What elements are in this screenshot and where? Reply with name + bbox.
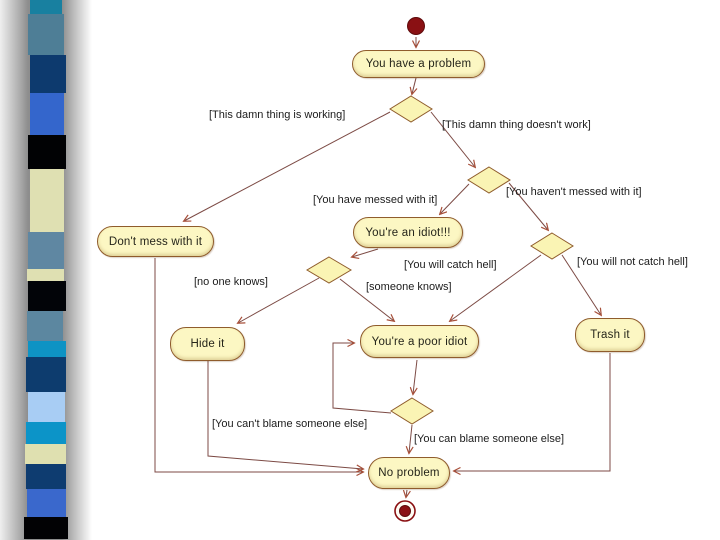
ribbon-block [28,392,65,422]
edge-problem-to-decision1 [412,77,416,94]
guard-thing-doesnt-work: [This damn thing doesn't work] [442,119,591,131]
ribbon-block [30,169,64,232]
guard-will-catch-hell: [You will catch hell] [404,259,497,271]
edge-decision4-to-poor-idiot [450,254,542,321]
edge-no-problem-to-end [406,490,407,497]
decision-diamond-working [389,95,433,123]
edge-hide-to-no-problem [207,361,363,469]
edge-poor-idiot-to-decision5 [413,359,417,394]
ribbon-block [26,422,66,444]
guard-cant-blame: [You can't blame someone else] [212,418,368,430]
edge-idiot-to-decision3 [352,248,379,257]
ribbon-block [30,55,66,93]
ribbon-block [27,489,66,517]
action-hide-it: Hide it [170,327,245,361]
guard-havent-messed: [You haven't messed with it] [506,186,642,198]
ribbon-block [27,269,64,281]
edge-decision2-to-idiot [440,183,470,214]
action-dont-mess-with-it: Don't mess with it [97,226,214,257]
ribbon-block [28,341,66,357]
ribbon-block [25,444,66,464]
edge-trash-to-no-problem [454,353,611,471]
edge-decision4-to-trash [561,254,601,315]
action-trash-it: Trash it [575,318,645,352]
action-youre-an-idiot: You're an idiot!!! [353,217,463,248]
ribbon-block [30,93,64,135]
guard-have-messed: [You have messed with it] [313,194,438,206]
sidebar-ribbon [0,0,94,540]
decision-diamond-messed [467,166,511,194]
ribbon-block [28,14,64,55]
guard-someone-knows: [someone knows] [366,281,452,293]
guard-no-one-knows: [no one knows] [194,276,268,288]
ribbon-block [26,464,66,489]
action-youre-a-poor-idiot: You're a poor idiot [360,325,479,358]
ribbon-block [28,232,64,269]
edge-decision5-loop-to-poor-idiot [332,343,392,414]
edge-decision5-to-no-problem [409,424,412,453]
decision-diamond-who-knows [306,256,352,284]
ribbon-block [26,357,66,392]
action-you-have-a-problem: You have a problem [352,50,485,78]
edge-decision1-to-decision2 [430,111,475,167]
guard-thing-is-working: [This damn thing is working] [209,109,346,121]
ribbon-block [27,311,63,341]
ribbon-block [28,281,66,311]
edge-decision2-to-decision4 [508,182,548,230]
edge-decision3-to-hide [238,277,320,323]
ribbon-block [24,517,68,539]
edge-dont-mess-to-no-problem [154,258,363,472]
initial-state-node [407,17,425,35]
edge-decision3-to-poor-idiot [339,278,394,321]
decision-diamond-catch-hell [530,232,574,260]
ribbon-block [28,135,66,169]
final-state-node [394,500,416,522]
guard-will-not-catch-hell: [You will not catch hell] [577,256,688,268]
guard-can-blame: [You can blame someone else] [414,433,565,445]
decision-diamond-blame [390,397,434,425]
action-no-problem: No problem [368,457,450,489]
ribbon-block [30,0,62,14]
edge-decision1-to-dont-mess [184,111,391,221]
